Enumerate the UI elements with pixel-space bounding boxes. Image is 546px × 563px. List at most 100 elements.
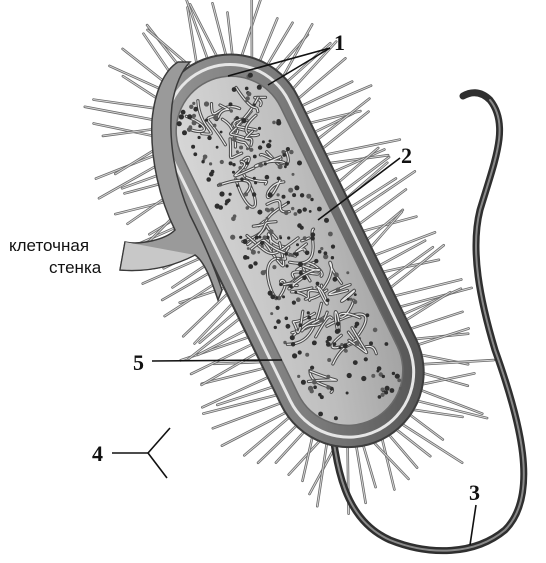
label-1: 1 bbox=[334, 30, 345, 55]
ribosome-dot bbox=[311, 236, 315, 240]
ribosome-dot bbox=[233, 214, 237, 218]
ribosome-dot bbox=[246, 206, 250, 210]
ribosome-dot bbox=[381, 388, 385, 392]
ribosome-dot bbox=[220, 160, 224, 164]
ribosome-dot bbox=[292, 173, 295, 176]
label-5: 5 bbox=[133, 350, 144, 375]
ribosome-dot bbox=[279, 258, 282, 261]
ribosome-dot bbox=[381, 393, 385, 397]
ribosome-dot bbox=[264, 162, 267, 165]
ribosome-dot bbox=[220, 131, 223, 134]
ribosome-dot bbox=[326, 298, 330, 302]
ribosome-dot bbox=[344, 349, 348, 353]
ribosome-dot bbox=[201, 160, 204, 163]
ribosome-dot bbox=[298, 262, 303, 267]
ribosome-dot bbox=[247, 92, 252, 97]
ribosome-dot bbox=[243, 239, 248, 244]
ribosome-dot bbox=[274, 326, 277, 329]
ribosome-dot bbox=[340, 343, 343, 346]
pilus-highlight bbox=[202, 368, 264, 383]
ribosome-dot bbox=[266, 143, 271, 148]
ribosome-dot bbox=[266, 217, 269, 220]
ribosome-dot bbox=[392, 372, 395, 375]
leader-4b bbox=[148, 453, 167, 478]
ribosome-dot bbox=[346, 392, 349, 395]
ribosome-dot bbox=[246, 147, 249, 150]
ribosome-dot bbox=[258, 127, 261, 130]
ribosome-dot bbox=[384, 391, 388, 395]
ribosome-dot bbox=[390, 388, 395, 393]
ribosome-dot bbox=[296, 243, 299, 246]
ribosome-dot bbox=[187, 114, 192, 119]
ribosome-dot bbox=[253, 261, 257, 265]
ribosome-dot bbox=[307, 311, 310, 314]
ribosome-dot bbox=[193, 107, 198, 112]
ribosome-dot bbox=[285, 162, 289, 166]
pilus-highlight bbox=[326, 140, 400, 155]
ribosome-dot bbox=[349, 298, 352, 301]
ribosome-dot bbox=[333, 342, 337, 346]
ribosome-dot bbox=[245, 87, 249, 91]
ribosome-dot bbox=[272, 265, 276, 269]
pilus-highlight bbox=[213, 403, 281, 428]
ribosome-dot bbox=[243, 255, 248, 260]
ribosome-dot bbox=[278, 164, 283, 169]
ribosome-dot bbox=[205, 119, 208, 122]
pilus-highlight bbox=[162, 270, 215, 301]
ribosome-dot bbox=[238, 166, 242, 170]
ribosome-dot bbox=[292, 353, 297, 358]
ribosome-dot bbox=[209, 162, 212, 165]
ribosome-dot bbox=[276, 296, 279, 299]
ribosome-dot bbox=[254, 181, 257, 184]
cell-wall-label-line2: стенка bbox=[49, 258, 102, 277]
ribosome-dot bbox=[265, 175, 270, 180]
ribosome-dot bbox=[301, 380, 306, 385]
pilus-highlight bbox=[94, 100, 159, 109]
ribosome-dot bbox=[211, 170, 215, 174]
ribosome-dot bbox=[399, 387, 402, 390]
pilus-highlight bbox=[268, 23, 293, 65]
ribosome-dot bbox=[290, 335, 295, 340]
ribosome-dot bbox=[288, 254, 291, 257]
ribosome-dot bbox=[239, 146, 243, 150]
ribosome-dot bbox=[284, 211, 289, 216]
ribosome-dot bbox=[385, 342, 389, 346]
pilus-highlight bbox=[411, 312, 463, 329]
ribosome-dot bbox=[288, 188, 293, 193]
ribosome-dot bbox=[343, 343, 348, 348]
ribosome-dot bbox=[236, 150, 239, 153]
ribosome-dot bbox=[286, 147, 290, 151]
ribosome-dot bbox=[262, 140, 265, 143]
ribosome-dot bbox=[378, 395, 382, 399]
ribosome-dot bbox=[395, 374, 400, 379]
ribosome-dot bbox=[241, 118, 246, 123]
ribosome-dot bbox=[216, 146, 219, 149]
ribosome-dot bbox=[326, 340, 329, 343]
ribosome-dot bbox=[297, 209, 302, 214]
ribosome-dot bbox=[263, 235, 267, 239]
pilus-highlight bbox=[397, 430, 431, 456]
ribosome-dot bbox=[181, 110, 186, 115]
ribosome-dot bbox=[269, 140, 272, 143]
pilus-highlight bbox=[410, 415, 443, 440]
ribosome-dot bbox=[303, 207, 307, 211]
ribosome-dot bbox=[236, 184, 239, 187]
ribosome-dot bbox=[279, 283, 283, 287]
pilus-highlight bbox=[382, 439, 394, 489]
ribosome-dot bbox=[287, 201, 290, 204]
pilus-highlight bbox=[371, 212, 402, 247]
pilus-highlight bbox=[407, 292, 451, 320]
ribosome-dot bbox=[324, 218, 329, 223]
ribosome-dot bbox=[316, 282, 320, 286]
ribosome-dot bbox=[282, 153, 286, 157]
ribosome-dot bbox=[253, 155, 257, 159]
ribosome-dot bbox=[319, 318, 324, 323]
ribosome-dot bbox=[306, 194, 311, 199]
ribosome-dot bbox=[252, 192, 256, 196]
ribosome-dot bbox=[294, 291, 297, 294]
ribosome-dot bbox=[244, 192, 248, 196]
ribosome-dot bbox=[355, 341, 360, 346]
ribosome-dot bbox=[282, 295, 285, 298]
ribosome-dot bbox=[287, 236, 290, 239]
ribosome-dot bbox=[261, 245, 264, 248]
